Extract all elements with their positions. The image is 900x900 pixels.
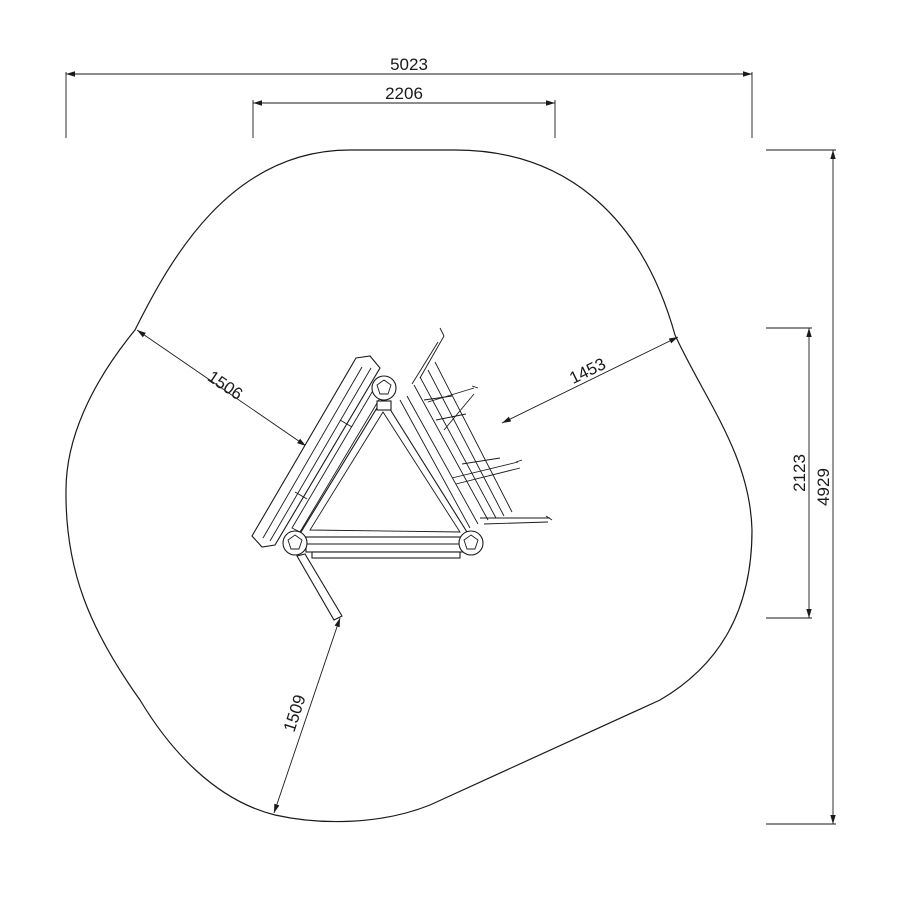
corner-post-right	[458, 530, 484, 556]
left-plank	[251, 355, 387, 548]
structure-depth-label: 2123	[790, 454, 809, 492]
dimension-clearance-upper-left: 1506	[136, 329, 307, 447]
play-structure	[251, 327, 553, 621]
dimension-structure-width: 2206	[252, 84, 556, 138]
overall-width-label: 5023	[390, 55, 428, 74]
bottom-beam	[305, 536, 465, 559]
climbing-net	[399, 327, 553, 529]
dimension-overall-width: 5023	[65, 55, 753, 138]
entry-pole	[296, 553, 343, 621]
clearance-upper-right-label: 1453	[566, 354, 608, 388]
dimension-overall-depth: 4929	[766, 149, 836, 825]
dimension-clearance-upper-right: 1453	[501, 336, 679, 424]
clearance-upper-left-label: 1506	[204, 367, 246, 404]
corner-post-left	[282, 530, 308, 556]
overall-depth-label: 4929	[814, 468, 833, 506]
dimension-structure-depth: 2123	[766, 327, 812, 619]
corner-post-top	[371, 375, 397, 411]
dimension-clearance-lower-left: 1509	[273, 617, 341, 814]
clearance-lower-left-label: 1509	[280, 692, 310, 734]
structure-width-label: 2206	[385, 84, 423, 103]
safety-zone-outline	[65, 149, 753, 823]
